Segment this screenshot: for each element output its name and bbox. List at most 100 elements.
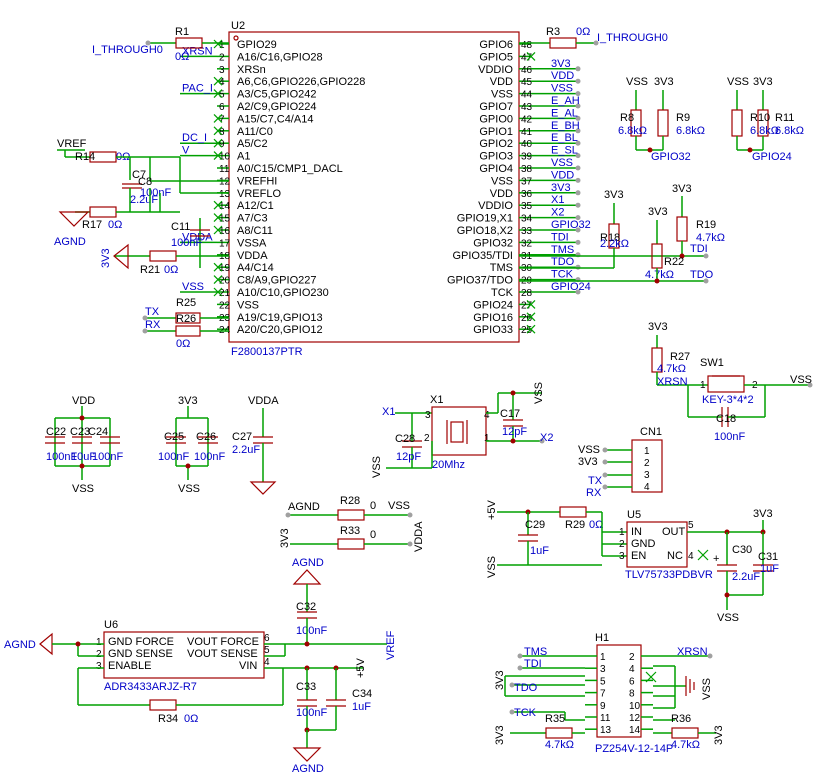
svg-text:2: 2	[424, 433, 430, 444]
jtag-pullups[interactable]: 3V3 R18 2.2kΩ 3V3 R19 4.7kΩ TDI 3V3 R22 …	[519, 183, 725, 284]
u2-pin-name: VDD	[490, 188, 513, 200]
u2-pin-num: 2	[219, 52, 225, 63]
svg-text:3: 3	[425, 410, 431, 421]
u2-pin-num: 11	[219, 164, 230, 175]
cn1-vss: VSS	[578, 444, 600, 456]
agnd-left: AGND	[4, 639, 36, 651]
u5-en: EN	[631, 550, 646, 562]
u6-reference[interactable]: AGND C32 100nF U6 ADR3433ARJZ-R7 123 GND…	[4, 557, 397, 775]
c27-val: 2.2uF	[232, 444, 260, 456]
u2-pin-name: XRSn	[237, 64, 266, 76]
r18-val: 2.2kΩ	[600, 238, 629, 250]
u2-right-net: TDO	[551, 256, 575, 268]
c28-val: 12pF	[396, 451, 421, 463]
cn1-connector[interactable]: CN1 12 34 VSS 3V3 TX RX	[578, 426, 663, 499]
vref-network[interactable]: VREF R14 0Ω C7 100nF C8 2.2uF R17 0Ω AGN…	[54, 138, 229, 248]
r3[interactable]: R3 0Ω I_THROUGH0	[519, 26, 668, 49]
v3v3-decoupling[interactable]: 3V3 C25 C26 100nF 100nF VSS	[158, 395, 225, 495]
r28-r33[interactable]: AGND R28 0 VSS 3V3 R33 0 VDDA	[279, 495, 425, 552]
vss-c29: VSS	[486, 556, 498, 578]
h1-pin-num: 3	[600, 664, 606, 675]
tx-label: TX	[145, 306, 160, 318]
r10-r11[interactable]: VSS 3V3 R10 6.8kΩ R11 6.8kΩ GPIO24	[727, 76, 804, 163]
r27-ref: R27	[670, 351, 690, 363]
c27[interactable]: VDDA C27 2.2uF	[232, 395, 279, 495]
u2-pin-name: A15/C7,C4/A14	[237, 113, 313, 125]
u2-pin-num: 47	[521, 52, 533, 63]
vdd-decoupling[interactable]: VDD C22 C23 C24 100nF 10uF 100nF VSS	[45, 395, 123, 495]
r8-r9[interactable]: VSS 3V3 R8 6.8kΩ R9 6.8kΩ GPIO32	[618, 76, 705, 163]
vref-label: VREF	[57, 138, 87, 150]
svg-text:2: 2	[96, 649, 102, 660]
c17-ref: C17	[500, 408, 520, 420]
c11-r21[interactable]: C11 100nF 3V3 R21 0Ω	[100, 218, 229, 276]
u2-pin-num: 37	[521, 176, 533, 187]
r26-val: 0Ω	[176, 338, 190, 350]
reset-circuit[interactable]: 3V3 R27 4.7kΩ XRSN SW1 1 2 VSS KEY-3*4*2…	[648, 321, 813, 443]
svg-text:5: 5	[264, 645, 270, 656]
crystal-x1[interactable]: X1 X1 3 2 4 1 C17 12pF VSS X2 C28 12pF V…	[371, 382, 553, 478]
h1-pin-num: 13	[600, 725, 612, 736]
r33-ref: R33	[340, 525, 360, 537]
u5-ldo[interactable]: +5V C29 1uF VSS R29 0Ω U5 123 IN GND EN …	[486, 499, 779, 624]
u2-pin-name: GPIO2	[479, 138, 513, 150]
u6-vout-force: VOUT FORCE	[187, 636, 259, 648]
tx-rx-resistors[interactable]: R25 R26 0Ω TX RX	[142, 297, 230, 350]
u6-ref: U6	[104, 619, 118, 631]
r1[interactable]: R1 0Ω I_THROUGH0	[92, 26, 229, 63]
p5v-u5: +5V	[486, 499, 498, 520]
u2-pin-name: GPIO0	[479, 113, 513, 125]
v3v3-r9: 3V3	[654, 76, 674, 88]
u2-pin-name: A2/C9,GPIO224	[237, 101, 317, 113]
svg-text:2: 2	[619, 539, 625, 550]
u2-pin-name: GPIO6	[479, 39, 513, 51]
r21-val: 0Ω	[164, 264, 178, 276]
